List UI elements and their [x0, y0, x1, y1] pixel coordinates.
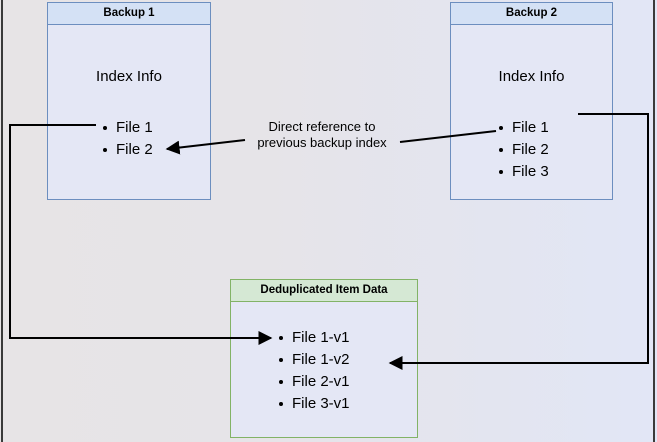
box-backup-2-header: Backup 2: [451, 3, 612, 25]
list-item[interactable]: File 1: [100, 117, 153, 139]
box-deduplicated-item-data-file-list: File 1-v1 File 1-v2 File 2-v1 File 3-v1: [276, 327, 350, 415]
canvas-left-edge: [1, 0, 3, 442]
canvas-right-edge: [653, 0, 655, 442]
box-backup-1-body: Index Info File 1 File 2: [48, 25, 210, 199]
box-backup-2-file-list: File 1 File 2 File 3: [496, 117, 549, 183]
box-backup-1-header: Backup 1: [48, 3, 210, 25]
box-deduplicated-item-data-body: File 1-v1 File 1-v2 File 2-v1 File 3-v1: [231, 302, 417, 437]
direct-reference-note: Direct reference to previous backup inde…: [248, 119, 396, 151]
direct-reference-note-line-2: previous backup index: [257, 135, 387, 150]
direct-reference-note-line-1: Direct reference to: [268, 119, 376, 134]
box-deduplicated-item-data[interactable]: Deduplicated Item Data File 1-v1 File 1-…: [230, 279, 418, 438]
list-item[interactable]: File 2-v1: [276, 371, 350, 393]
list-item[interactable]: File 2: [100, 139, 153, 161]
list-item[interactable]: File 3-v1: [276, 393, 350, 415]
list-item[interactable]: File 1-v1: [276, 327, 350, 349]
box-backup-2-subtitle: Index Info: [498, 68, 565, 85]
list-item[interactable]: File 3: [496, 161, 549, 183]
box-backup-1-subtitle: Index Info: [96, 68, 162, 85]
box-backup-1[interactable]: Backup 1 Index Info File 1 File 2: [47, 2, 211, 200]
list-item[interactable]: File 2: [496, 139, 549, 161]
list-item[interactable]: File 1-v2: [276, 349, 350, 371]
list-item[interactable]: File 1: [496, 117, 549, 139]
box-backup-2-body: Index Info File 1 File 2 File 3: [451, 25, 612, 199]
box-deduplicated-item-data-header: Deduplicated Item Data: [231, 280, 417, 302]
box-backup-1-file-list: File 1 File 2: [100, 117, 153, 161]
box-backup-2[interactable]: Backup 2 Index Info File 1 File 2 File 3: [450, 2, 613, 200]
